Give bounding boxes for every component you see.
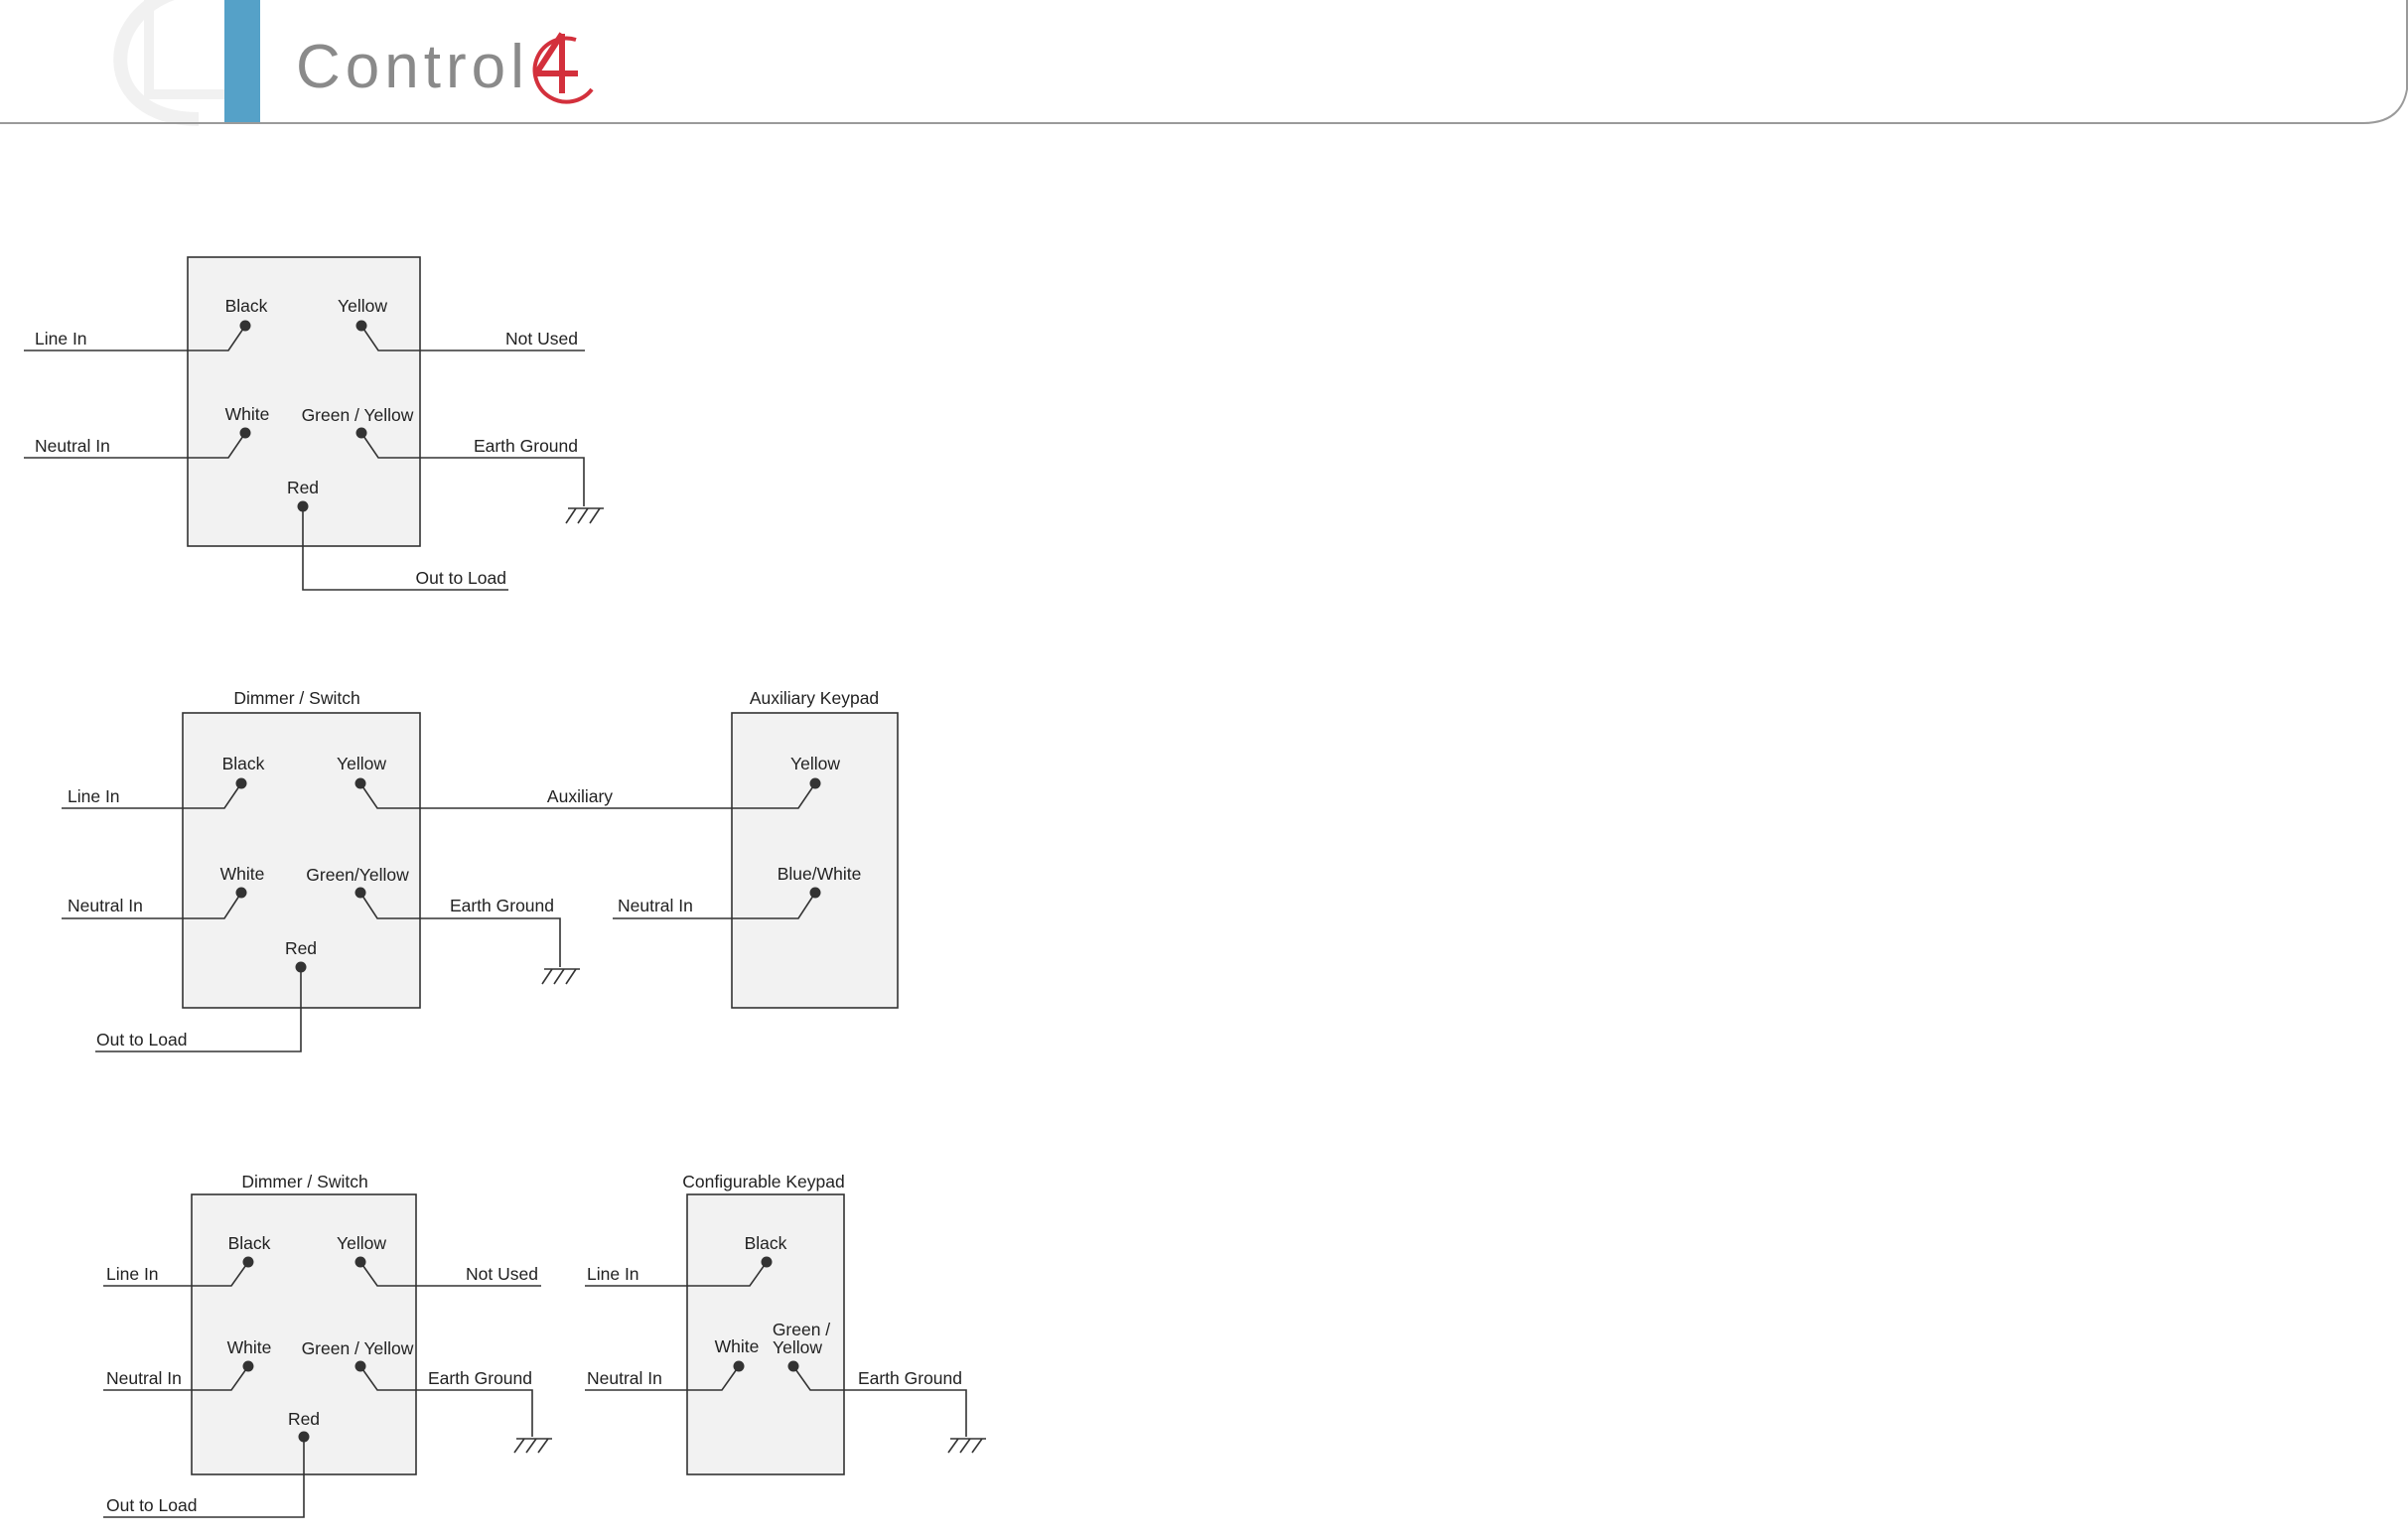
label-red: Red bbox=[285, 938, 317, 958]
keypad-terminal-yellow bbox=[809, 777, 821, 789]
label-red: Red bbox=[287, 478, 319, 497]
wire-auxiliary bbox=[359, 782, 816, 809]
page-header: Control bbox=[0, 0, 2408, 126]
keypad-box bbox=[731, 712, 899, 1009]
label-keypad-black: Black bbox=[745, 1233, 787, 1253]
keypad-title: Configurable Keypad bbox=[682, 1172, 844, 1191]
earth-ground-icon bbox=[565, 507, 604, 524]
diagram-2-auxiliary-keypad-wiring: Dimmer / Switch Auxiliary Keypad Black Y… bbox=[62, 688, 899, 1052]
wire-out-to-load bbox=[302, 506, 508, 591]
wire-out-to-load bbox=[103, 1437, 305, 1518]
label-neutral-in: Neutral In bbox=[68, 896, 143, 915]
dimmer-box bbox=[191, 1193, 417, 1475]
label-black: Black bbox=[222, 754, 265, 773]
keypad-box bbox=[686, 1193, 845, 1475]
dimmer-title: Dimmer / Switch bbox=[241, 1172, 367, 1191]
label-keypad-yellow: Yellow bbox=[790, 754, 840, 773]
earth-ground-icon bbox=[541, 968, 580, 985]
label-keypad-green: Green / bbox=[773, 1320, 830, 1339]
label-auxiliary: Auxiliary bbox=[547, 786, 613, 806]
label-keypad-white: White bbox=[715, 1336, 760, 1356]
earth-ground-icon bbox=[513, 1438, 552, 1454]
label-keypad-blue-white: Blue/White bbox=[778, 864, 862, 884]
label-line-in: Line In bbox=[35, 329, 87, 349]
wire-neutral-in bbox=[103, 1365, 249, 1391]
dimmer-title: Dimmer / Switch bbox=[233, 688, 359, 708]
label-neutral-in: Neutral In bbox=[35, 436, 110, 456]
label-yellow: Yellow bbox=[337, 1233, 386, 1253]
wire-out-to-load bbox=[95, 967, 302, 1052]
label-keypad-earth-ground: Earth Ground bbox=[858, 1368, 962, 1388]
label-yellow: Yellow bbox=[338, 296, 387, 316]
wire-earth-ground bbox=[359, 1365, 533, 1437]
dimmer-box bbox=[187, 256, 421, 547]
label-green-yellow: Green / Yellow bbox=[302, 405, 414, 425]
wire-neutral-in bbox=[62, 892, 242, 919]
wire-earth-ground bbox=[359, 892, 561, 967]
header-border bbox=[0, 0, 2408, 124]
keypad-title: Auxiliary Keypad bbox=[750, 688, 879, 708]
label-neutral-in: Neutral In bbox=[106, 1368, 182, 1388]
dimmer-box bbox=[182, 712, 421, 1009]
label-keypad-line-in: Line In bbox=[587, 1264, 639, 1284]
label-out-to-load: Out to Load bbox=[96, 1030, 187, 1049]
label-white: White bbox=[225, 404, 270, 424]
wire-line-in bbox=[62, 782, 242, 809]
earth-ground-icon bbox=[947, 1438, 986, 1454]
diagram-1-dimmer-wiring: Black Yellow White Green / Yellow Red Li… bbox=[24, 256, 604, 591]
label-white: White bbox=[220, 864, 265, 884]
wire-neutral-in bbox=[24, 432, 246, 459]
label-white: White bbox=[227, 1337, 272, 1357]
label-keypad-neutral-in: Neutral In bbox=[587, 1368, 662, 1388]
wire-keypad-earth-ground bbox=[792, 1365, 967, 1437]
label-green-yellow: Green/Yellow bbox=[306, 865, 409, 885]
wire-line-in bbox=[103, 1261, 249, 1287]
label-earth-ground: Earth Ground bbox=[450, 896, 554, 915]
wire-keypad-neutral-in bbox=[585, 1365, 740, 1391]
header-accent-tab bbox=[224, 0, 260, 123]
label-black: Black bbox=[228, 1233, 271, 1253]
wire-not-used bbox=[359, 1261, 541, 1287]
label-yellow: Yellow bbox=[337, 754, 386, 773]
label-out-to-load: Out to Load bbox=[106, 1495, 197, 1515]
wire-earth-ground bbox=[360, 432, 585, 506]
label-green-yellow: Green / Yellow bbox=[302, 1338, 414, 1358]
label-earth-ground: Earth Ground bbox=[428, 1368, 532, 1388]
label-not-used: Not Used bbox=[466, 1264, 538, 1284]
label-not-used: Not Used bbox=[505, 329, 578, 349]
label-out-to-load: Out to Load bbox=[416, 568, 506, 588]
wire-keypad-line-in bbox=[585, 1261, 768, 1287]
watermark-4-icon bbox=[113, 0, 228, 126]
label-black: Black bbox=[225, 296, 268, 316]
label-earth-ground: Earth Ground bbox=[474, 436, 578, 456]
wire-not-used bbox=[360, 325, 585, 351]
brand-logo-text: Control bbox=[296, 33, 529, 101]
diagram-3-configurable-keypad-wiring: Dimmer / Switch Configurable Keypad Blac… bbox=[103, 1172, 986, 1518]
label-keypad-neutral-in: Neutral In bbox=[618, 896, 693, 915]
control4-logo-icon bbox=[532, 32, 594, 104]
label-red: Red bbox=[288, 1409, 320, 1429]
label-line-in: Line In bbox=[68, 786, 120, 806]
wire-line-in bbox=[24, 325, 246, 351]
wire-keypad-neutral-in bbox=[613, 892, 816, 919]
label-keypad-yellow: Yellow bbox=[773, 1337, 822, 1357]
label-line-in: Line In bbox=[106, 1264, 159, 1284]
